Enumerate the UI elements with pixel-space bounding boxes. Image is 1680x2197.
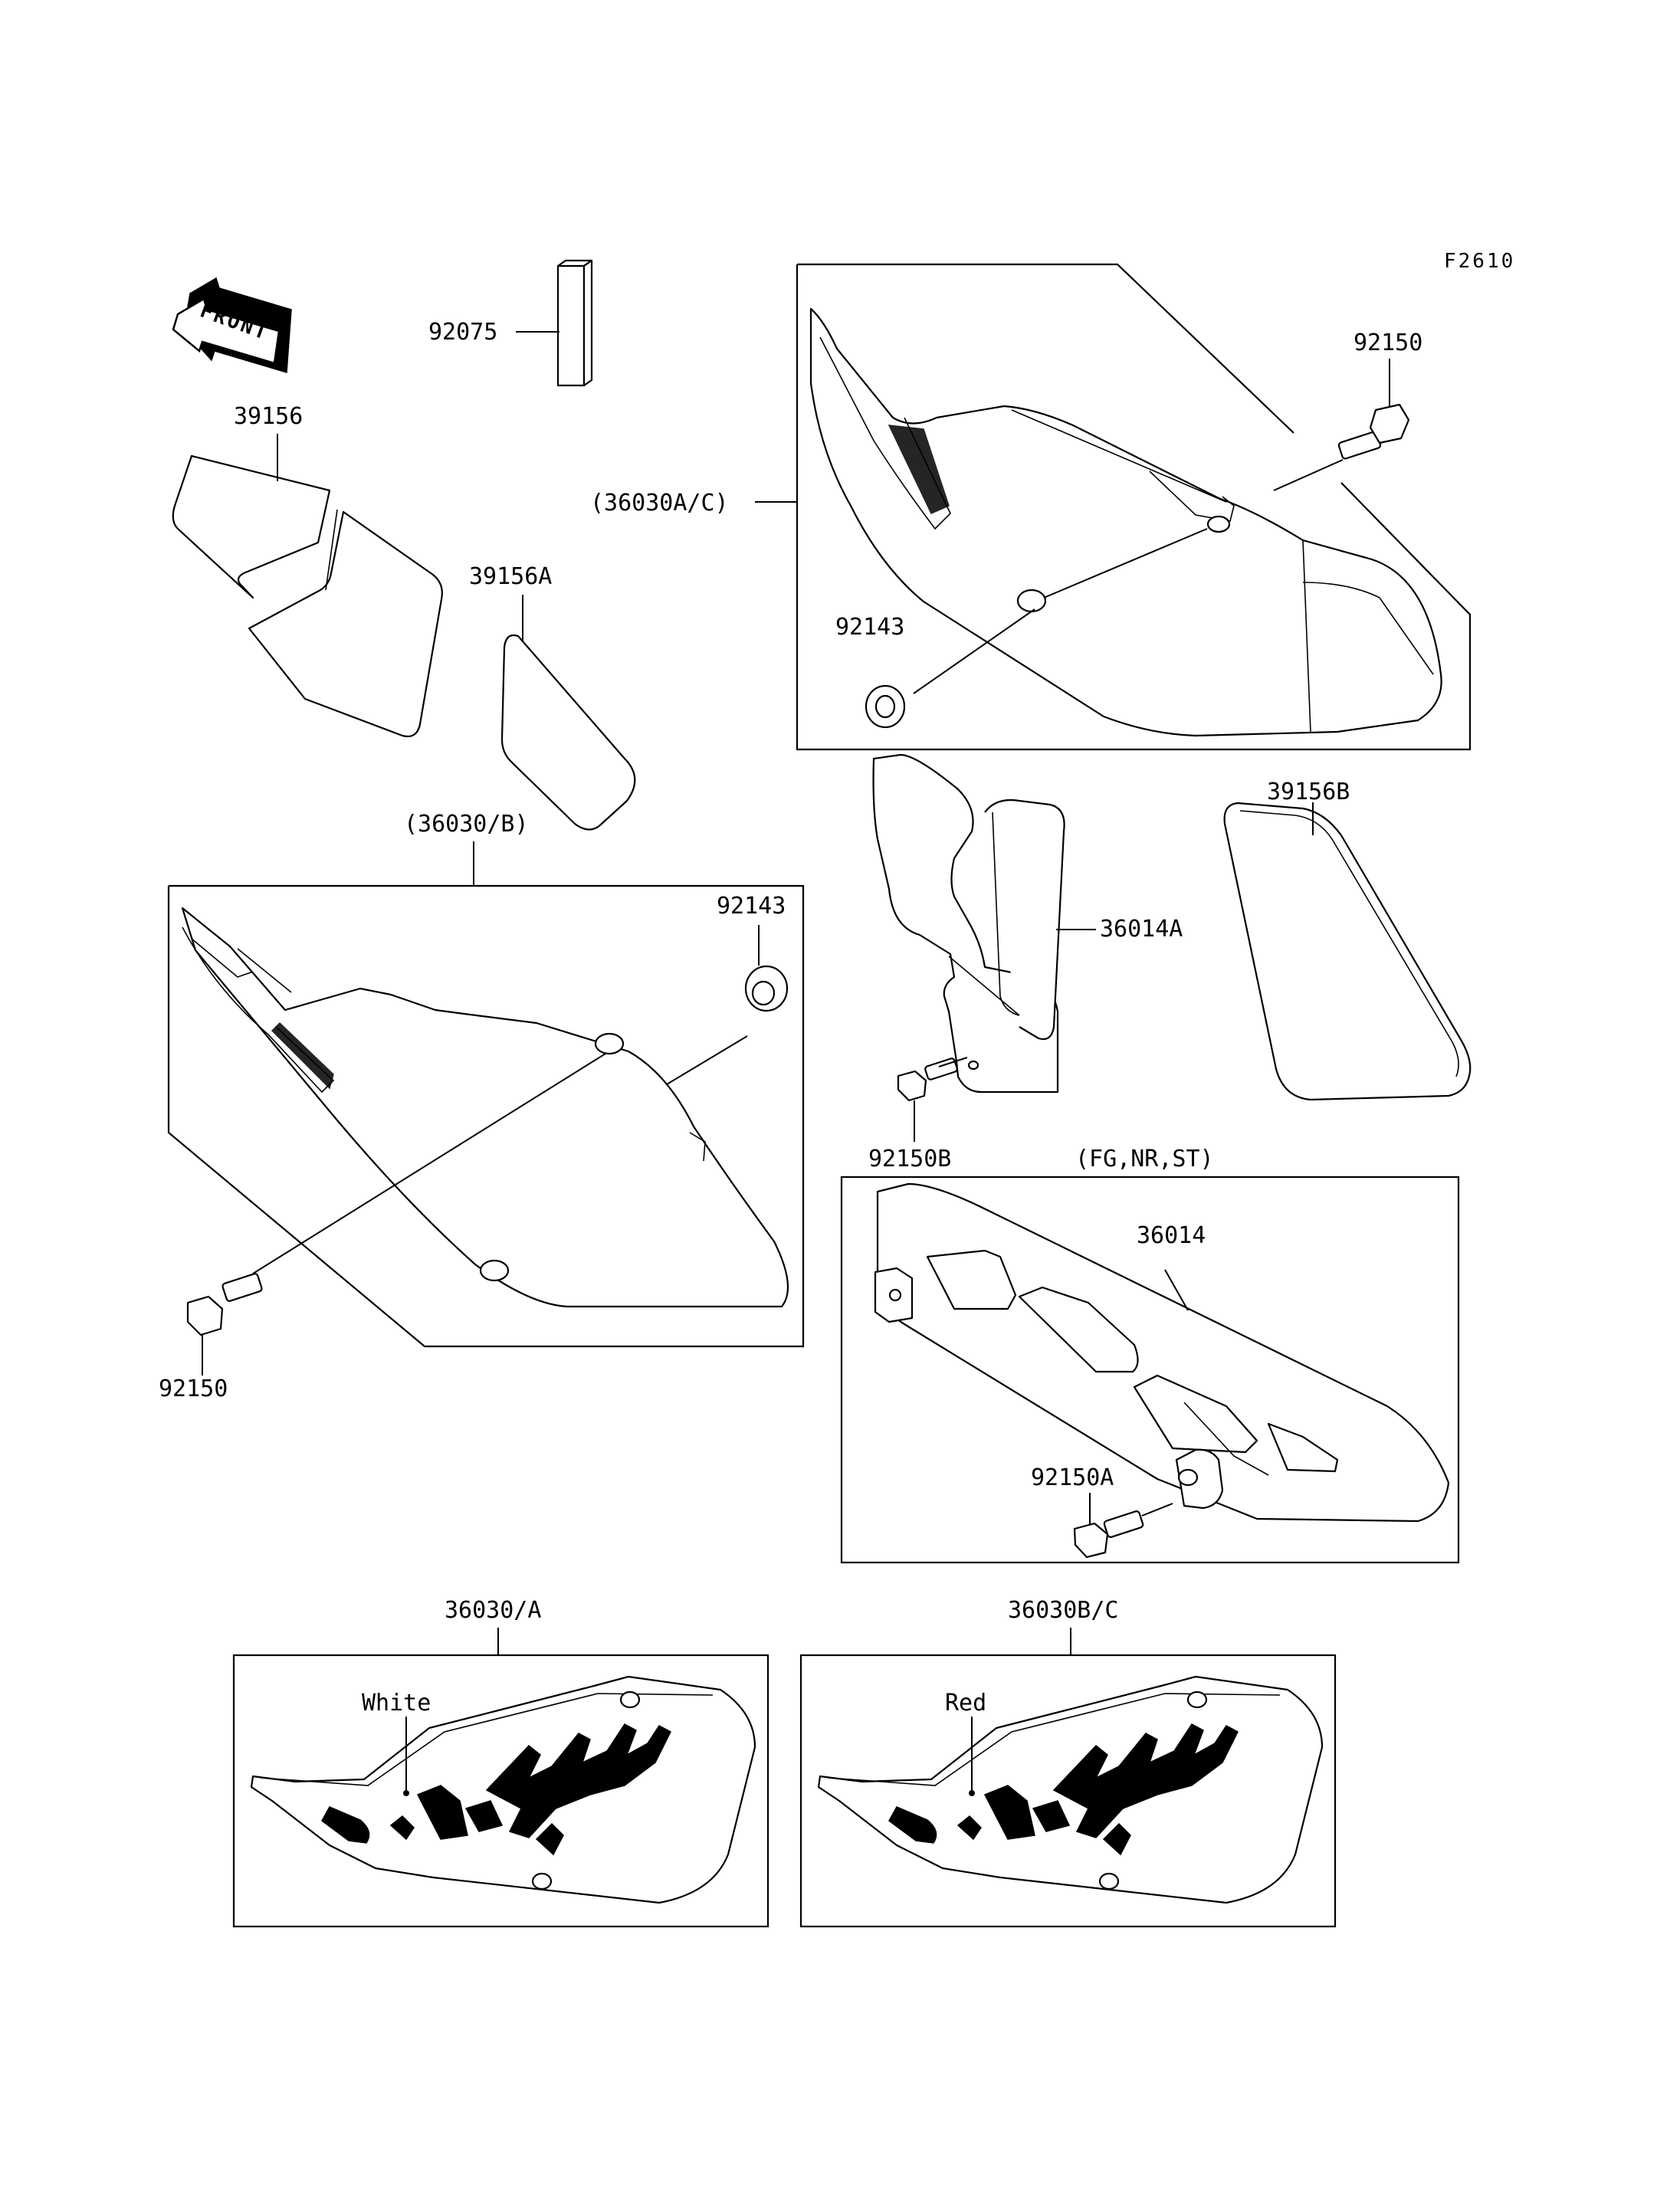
part-39156A-sticker — [500, 595, 636, 831]
label-92150B: 92150B — [868, 1146, 951, 1172]
frame-fg-nr-st — [840, 1176, 1460, 1564]
label-36030B: (36030/B) — [404, 811, 529, 838]
grommet-92143-mid — [744, 925, 789, 1012]
label-92143-mid: 92143 — [717, 893, 786, 920]
part-92075 — [516, 259, 593, 387]
label-36030A: 36030/A — [445, 1597, 541, 1624]
label-36030BC: 36030B/C — [1008, 1597, 1119, 1624]
label-92075: 92075 — [428, 319, 497, 346]
label-92143-top: 92143 — [835, 614, 904, 641]
frame-36030BC — [799, 1628, 1337, 1928]
label-39156: 39156 — [234, 403, 303, 430]
part-39156-sticker — [172, 434, 443, 738]
bolt-92150A — [1073, 1493, 1173, 1559]
figure-code: F2610 — [1444, 250, 1515, 273]
frame-36030B — [167, 841, 805, 1348]
label-variant-fg: (FG,NR,ST) — [1075, 1146, 1214, 1172]
frame-36030AC — [755, 263, 1472, 751]
part-36014A-guard — [872, 753, 1096, 1094]
front-arrow-icon: FRONT — [172, 277, 292, 373]
color-label-red: Red — [945, 1690, 986, 1717]
label-36014: 36014 — [1137, 1222, 1206, 1249]
grommet-92143-top — [865, 608, 1035, 729]
label-39156A: 39156A — [469, 563, 552, 590]
label-92150A: 92150A — [1031, 1464, 1114, 1491]
label-92150-top: 92150 — [1354, 330, 1422, 356]
bolt-92150-left — [186, 1273, 263, 1376]
label-92150-left: 92150 — [159, 1376, 228, 1402]
bolt-92150B — [897, 1057, 968, 1142]
color-label-white: White — [362, 1690, 431, 1717]
part-39156B-sticker — [1223, 802, 1472, 1101]
label-36014A: 36014A — [1100, 916, 1183, 943]
bolt-92150-top — [1273, 359, 1410, 491]
label-36030AC: (36030A/C) — [590, 490, 729, 516]
frame-36030A — [232, 1628, 769, 1928]
label-39156B: 39156B — [1267, 779, 1350, 805]
